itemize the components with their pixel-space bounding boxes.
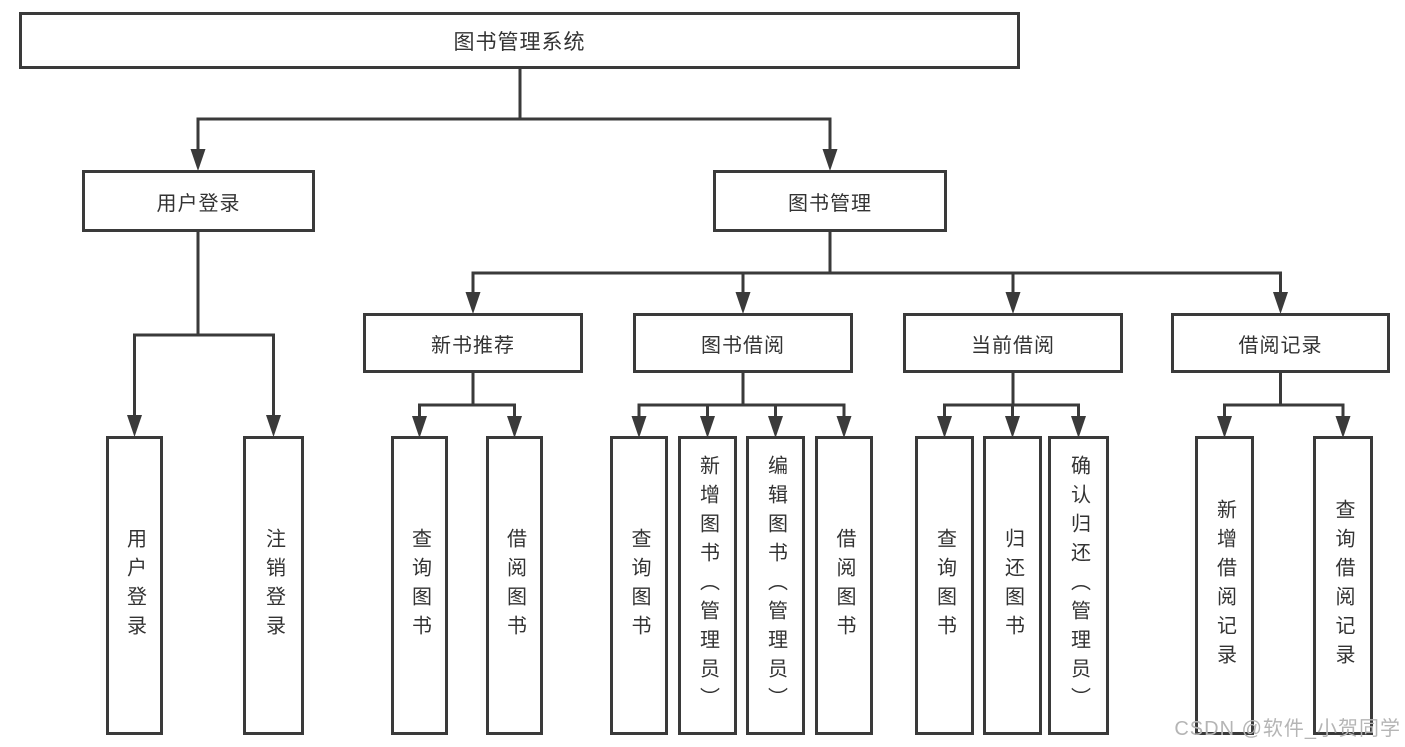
leaf-add-borrow-record: 新增借阅记录 bbox=[1195, 436, 1254, 735]
leaf-label: 确认归还（管理员） bbox=[1067, 455, 1090, 716]
leaf-label: 新增借阅记录 bbox=[1213, 498, 1236, 673]
node-label: 当前借阅 bbox=[971, 334, 1055, 357]
leaf-user-login: 用户登录 bbox=[106, 436, 163, 735]
leaf-label: 注销登录 bbox=[262, 527, 285, 644]
leaf-label: 编辑图书（管理员） bbox=[764, 455, 787, 716]
node-label: 图书借阅 bbox=[701, 334, 785, 357]
leaf-label: 查询图书 bbox=[408, 527, 431, 644]
leaf-query-books: 查询图书 bbox=[391, 436, 448, 735]
leaf-label: 查询图书 bbox=[933, 527, 956, 644]
leaf-logout: 注销登录 bbox=[243, 436, 304, 735]
leaf-label: 借阅图书 bbox=[833, 527, 855, 644]
node-label: 借阅记录 bbox=[1238, 334, 1323, 357]
leaf-add-book-admin: 新增图书（管理员） bbox=[678, 436, 737, 735]
leaf-label: 查询借阅记录 bbox=[1332, 498, 1354, 673]
node-label: 新书推荐 bbox=[431, 334, 515, 357]
node-book-management: 图书管理 bbox=[713, 170, 947, 232]
leaf-borrow-books: 借阅图书 bbox=[486, 436, 543, 735]
node-label: 图书管理 bbox=[788, 192, 872, 215]
leaf-confirm-return-admin: 确认归还（管理员） bbox=[1048, 436, 1109, 735]
leaf-query-books: 查询图书 bbox=[610, 436, 668, 735]
leaf-label: 归还图书 bbox=[1001, 527, 1024, 644]
leaf-return-books: 归还图书 bbox=[983, 436, 1042, 735]
leaf-label: 新增图书（管理员） bbox=[696, 455, 719, 716]
node-borrow-records: 借阅记录 bbox=[1171, 313, 1390, 373]
node-label: 图书管理系统 bbox=[453, 30, 586, 54]
node-label: 用户登录 bbox=[156, 192, 241, 215]
leaf-label: 用户登录 bbox=[123, 527, 146, 644]
leaf-label: 查询图书 bbox=[628, 527, 650, 644]
node-user-login: 用户登录 bbox=[82, 170, 315, 232]
node-book-borrowing: 图书借阅 bbox=[633, 313, 853, 373]
node-library-management-system: 图书管理系统 bbox=[19, 12, 1020, 69]
node-new-book-recommendation: 新书推荐 bbox=[363, 313, 583, 373]
leaf-label: 借阅图书 bbox=[503, 527, 526, 644]
leaf-query-books: 查询图书 bbox=[915, 436, 974, 735]
leaf-edit-book-admin: 编辑图书（管理员） bbox=[746, 436, 805, 735]
leaf-query-borrow-record: 查询借阅记录 bbox=[1313, 436, 1373, 735]
leaf-borrow-books: 借阅图书 bbox=[815, 436, 873, 735]
node-current-borrowing: 当前借阅 bbox=[903, 313, 1123, 373]
watermark: CSDN @软件_小贺同学 bbox=[1174, 718, 1401, 740]
